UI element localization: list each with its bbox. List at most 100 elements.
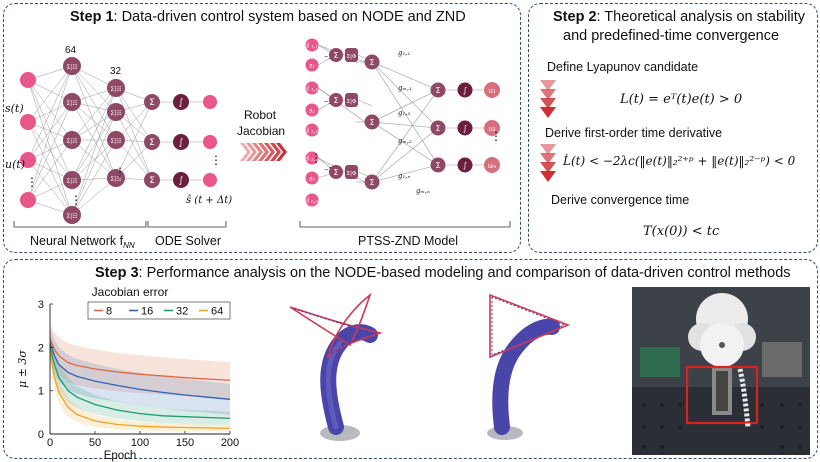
ode-sum-node-1: Σ [144,134,160,150]
robot-jacobian-line2: Jacobian [237,124,285,138]
znd-out-integral-1: ∫ [457,120,473,136]
dots-ode: ⋮ [210,153,222,167]
nn-nodes: Σ|☷Σ|☷Σ|☷Σ|☷Σ|☷Σ|☷Σ|☷Σ|☷Σ|☷Σ∫Σ∫Σ∫ [20,57,217,224]
ode-integral-node-2-label: ∫ [179,176,184,186]
input-label-s: s(t) [5,102,24,115]
y-axis-label: μ ± 3σ [16,350,29,388]
label-ptss: PTSS-ZND Model [358,234,458,248]
nn-input-node-3 [20,192,36,208]
x-tick-0: 0 [47,437,53,449]
step2-prefix: Step 2 [553,9,597,25]
znd-g-label-2: g₁,₂ [398,109,411,117]
ode-output-node-2 [203,173,217,187]
x-tick-100: 100 [131,437,149,449]
znd-error-sum-0: Σ [329,48,343,62]
nn-bracket [13,221,147,228]
znd-input-label-7: s̃ ₙ,ₙ [306,198,318,205]
znd-output-node-2: uₘ [484,157,500,173]
ode-output-node-0 [203,95,217,109]
znd-input-node-7 [305,193,319,207]
znd-out-sum-0-label: Σ [435,86,440,95]
ode-sum-node-0: Σ [144,94,160,110]
nn-input-node-2 [20,152,36,168]
minus-one-label-2: −1 [324,167,332,174]
x-tick-150: 150 [176,437,194,449]
znd-input-node-4 [305,123,319,137]
znd-input-node-1 [305,58,319,72]
legend-label-8: 8 [106,306,112,318]
x-tick-50: 50 [89,437,101,449]
legend-label-16: 16 [141,306,153,318]
nn-hidden1-node-2: Σ|☷ [63,131,81,149]
znd-sum-node-2: Σ [364,174,380,190]
nn-hidden2-node-0-label: Σ|☷ [110,86,121,93]
input-label-u: u(t) [5,158,26,171]
znd-output-node-1: u₂ [484,120,500,136]
nn-input-node-0 [20,72,36,88]
znd-out-integral-1-label: ∫ [463,124,467,133]
step2-item2-label: Derive first-order time derivative [545,126,723,140]
znd-sum-node-1: Σ [364,114,380,130]
nn-hidden1-node-3: Σ|☷ [63,171,81,189]
y-tick-1: 1 [38,386,44,398]
znd-out-sum-1-label: Σ [435,124,440,133]
znd-output-node-0-label: u₁ [488,87,495,95]
sum-phi-block-0: Σ|Φ [345,48,358,62]
label-nn-sub: NN [123,241,135,250]
step1-heading: Step 1: Data-driven control system based… [70,9,466,25]
sum-phi-label-0: Σ|Φ [347,54,357,60]
step2-text-line1: : Theoretical analysis on stability [596,9,805,25]
nn-hidden1-node-3-label: Σ|☷ [66,178,77,185]
znd-input-label-5: s̃ ₂,ₙ [306,156,318,163]
znd-input-label-6: sₙ [309,176,315,183]
step2-item3-label: Derive convergence time [551,193,690,207]
znd-error-sum-2-label: Σ [333,168,338,177]
chevron-down-icon [540,80,556,118]
nn-hidden2-node-2: Σ|☷ [107,131,125,149]
step2-item1-label: Define Lyapunov candidate [547,60,699,74]
robot-photo [632,287,810,455]
nn-connections [27,65,210,216]
ode-output-label: ŝ (t + Δt) [186,195,232,206]
step2-item3-formula: T(x(0)) < tc [643,224,720,239]
step3-heading: Step 3: Performance analysis on the NODE… [95,265,791,281]
x-axis-label: Epoch [104,450,137,462]
znd-g-label-1: gₘ,₁ [398,84,412,92]
ode-sum-node-1-label: Σ [149,138,155,148]
nn-hidden1-node-0-label: Σ|☷ [66,64,77,71]
znd-input-node-3 [305,103,319,117]
x-tick-200: 200 [221,437,239,449]
nn-hidden2-node-3: Σ|☷ [107,169,125,187]
band-8 [50,323,230,399]
step2-heading: Step 2: Theoretical analysis on stabilit… [553,9,805,25]
nn-hidden2-node-2-label: Σ|☷ [110,138,121,145]
step2-item2-formula: L̇(t) < −2λc(‖e(t)‖₂²⁺ᵖ + ‖e(t)‖₂²⁻ᵖ) < … [563,154,796,168]
chevron-down-icon-2 [540,144,556,182]
nn-hidden2-node-0: Σ|☷ [107,79,125,97]
znd-input-node-6 [305,171,319,185]
series-line-16 [49,342,231,400]
znd-g-label-5: gₘ,ₙ [416,187,430,195]
ode-bracket [147,221,227,228]
ode-integral-node-0-label: ∫ [179,98,184,108]
znd-out-integral-0-label: ∫ [463,86,467,95]
step3-prefix: Step 3 [95,265,139,281]
ode-integral-node-0: ∫ [173,94,189,110]
znd-error-sum-1: Σ [329,93,343,107]
ode-output-node-1 [203,135,217,149]
robot-sim-image-2 [487,293,570,440]
znd-out-sum-2: Σ [430,157,446,173]
znd-sum-node-0: Σ [364,54,380,70]
layer-size-32: 32 [110,66,122,77]
znd-out-sum-1: Σ [430,120,446,136]
dots-layer2: ⋮ [114,165,126,179]
dots-input: ⋮ [26,175,38,189]
step2-item1-formula: L(t) = eᵀ(t)e(t) > 0 [620,92,743,107]
step2-diagram [540,80,556,182]
label-nn-text: Neural Network f [30,234,124,248]
y-tick-0: 0 [38,429,44,441]
nn-hidden1-node-4: Σ|☷ [63,206,81,224]
nn-hidden1-node-4-label: Σ|☷ [66,213,77,220]
